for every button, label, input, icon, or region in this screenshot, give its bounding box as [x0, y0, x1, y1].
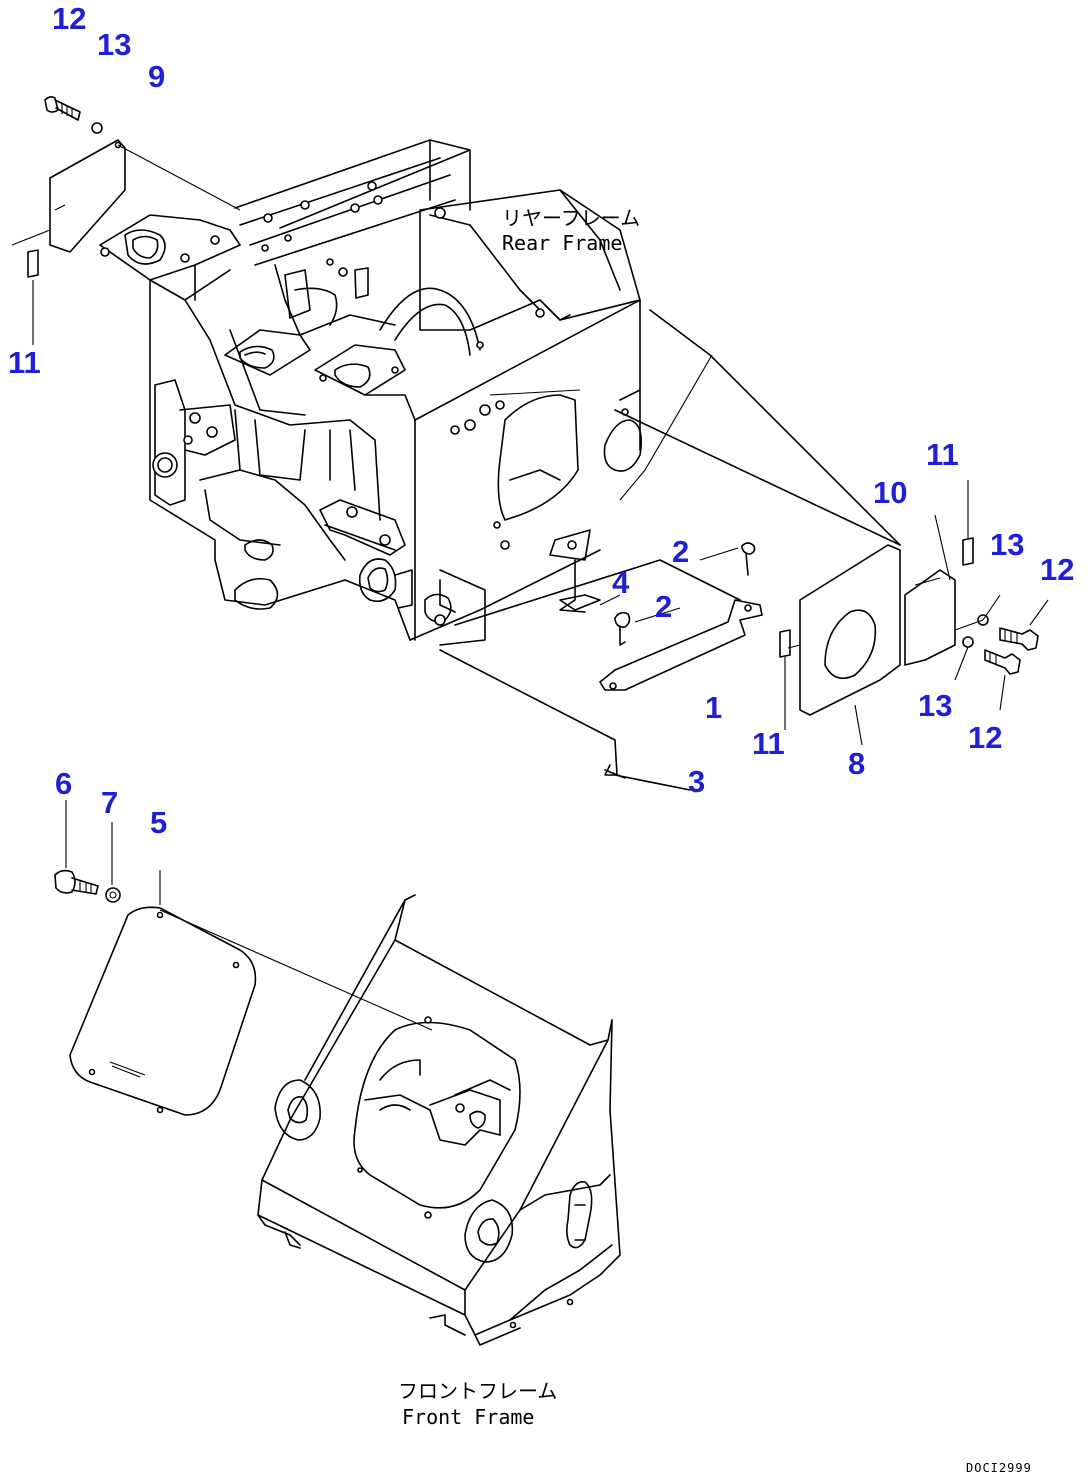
callout-12-top: 12	[52, 1, 86, 36]
cover-plate-8	[799, 544, 901, 746]
washer-7	[105, 822, 121, 903]
callout-13-right-bottom: 13	[918, 688, 952, 723]
callout-13-top: 13	[97, 27, 131, 62]
rear-frame-caption-jp: リヤーフレーム	[502, 206, 640, 230]
front-frame-caption-en: Front Frame	[402, 1405, 534, 1429]
rear-frame-caption-en: Rear Frame	[502, 231, 622, 255]
bolt-2-and-plate-4	[559, 542, 756, 646]
bolts-12-right	[984, 599, 1049, 711]
frame-captions: リヤーフレーム Rear Frame フロントフレーム Front Frame …	[398, 206, 1032, 1475]
callout-8: 8	[848, 746, 865, 781]
front-frame-caption-jp: フロントフレーム	[398, 1379, 557, 1403]
callout-12-right-bottom: 12	[968, 720, 1002, 755]
callout-5: 5	[150, 805, 167, 840]
bolt-6	[54, 800, 99, 895]
rear-frame-drawing	[99, 139, 901, 641]
callout-1: 1	[705, 690, 722, 725]
callout-11-left: 11	[8, 345, 41, 380]
callout-9: 9	[148, 59, 165, 94]
callout-labels: 12 13 9 11 11 10 13 12 2 4 2 1 11 8 13 1…	[8, 1, 1074, 840]
callout-11-right-bottom: 11	[752, 726, 785, 761]
cover-5	[69, 870, 433, 1116]
plate-10	[904, 514, 956, 666]
shim-11-right	[779, 480, 974, 730]
cover-plate-9	[11, 139, 241, 253]
callout-2-lower: 2	[655, 589, 672, 624]
callout-7: 7	[101, 785, 118, 820]
callout-2-upper: 2	[672, 534, 689, 569]
callout-4: 4	[612, 565, 630, 600]
bolt-12-upper	[44, 96, 103, 134]
shim-11-upper	[27, 249, 39, 345]
frame-underside-lines	[439, 529, 763, 791]
drawing-code: DOCI2999	[966, 1461, 1032, 1475]
washers-13-right	[954, 594, 1001, 681]
front-frame-drawing	[257, 894, 621, 1346]
callout-10: 10	[873, 475, 907, 510]
callout-3: 3	[688, 764, 705, 799]
callout-11-right-top: 11	[926, 437, 959, 472]
callout-6: 6	[55, 766, 72, 801]
callout-13-right-top: 13	[990, 527, 1024, 562]
callout-12-right-top: 12	[1040, 552, 1074, 587]
